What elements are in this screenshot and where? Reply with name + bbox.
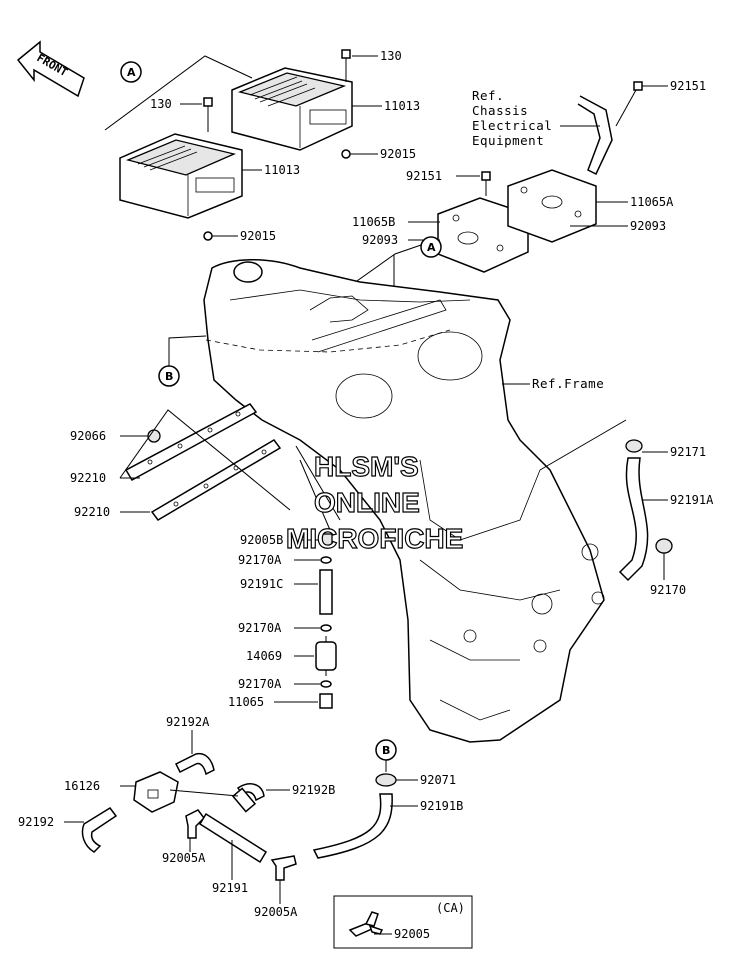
label-16126: 16126 — [64, 779, 100, 793]
front-arrow-icon: FRONT — [16, 40, 85, 98]
label-92192B: 92192B — [292, 783, 335, 797]
bolt-130-left — [180, 97, 213, 132]
label-92015-right: 92015 — [380, 147, 416, 161]
label-92192: 92192 — [18, 815, 54, 829]
hose-92192A — [174, 730, 215, 776]
label-92151-top: 92151 — [670, 79, 706, 93]
ca-box: (CA) — [333, 895, 473, 949]
label-92005A-2: 92005A — [254, 905, 298, 919]
ecu-unit-right — [231, 67, 353, 151]
label-92171: 92171 — [670, 445, 706, 459]
label-92015-left: 92015 — [240, 229, 276, 243]
ref-frame: Ref.Frame — [532, 376, 604, 391]
label-92170A-2: 92170A — [238, 621, 282, 635]
hose-92191C — [294, 569, 333, 615]
label-11013-left: 11013 — [264, 163, 300, 177]
label-92170A-1: 92170A — [238, 553, 282, 567]
filter-14069 — [294, 636, 337, 676]
callout-b-bottom: B — [375, 739, 397, 772]
label-92192A: 92192A — [166, 715, 210, 729]
label-92191C: 92191C — [240, 577, 283, 591]
hose-92192B — [231, 783, 290, 813]
callout-b-left: B — [158, 335, 207, 387]
clamp-92170A-1 — [294, 556, 332, 564]
label-92191: 92191 — [212, 881, 248, 895]
clamp-92171 — [625, 439, 668, 453]
label-11013-right: 11013 — [384, 99, 420, 113]
ref-chassis-1: Ref. — [472, 88, 504, 103]
label-11065A: 11065A — [630, 195, 674, 209]
strip-92210-a — [124, 403, 258, 482]
ref-chassis-3: Electrical — [472, 118, 552, 133]
svg-text:A: A — [427, 241, 436, 254]
label-11065: 11065 — [228, 695, 264, 709]
watermark-line1: HLSM'S — [314, 451, 419, 482]
hose-92191 — [198, 812, 268, 880]
elbow-92005A-1 — [185, 809, 205, 852]
svg-text:B: B — [382, 744, 390, 757]
label-92093-right: 92093 — [630, 219, 666, 233]
clamp-92170A-2 — [294, 624, 332, 632]
label-130-left: 130 — [150, 97, 172, 111]
svg-text:(CA): (CA) — [436, 901, 465, 915]
ref-chassis-2: Chassis — [472, 103, 528, 118]
svg-text:B: B — [165, 370, 173, 383]
clamp-92170 — [655, 538, 673, 580]
ref-chassis-4: Equipment — [472, 133, 544, 148]
label-92151-mid: 92151 — [406, 169, 442, 183]
label-92210-b: 92210 — [74, 505, 110, 519]
hose-92191B — [312, 793, 418, 859]
bracket-ref — [577, 95, 613, 176]
label-92170: 92170 — [650, 583, 686, 597]
bolt-92151-top — [615, 81, 668, 127]
label-92210-a: 92210 — [70, 471, 106, 485]
callout-a-top: A — [104, 55, 253, 131]
frame-main — [203, 259, 605, 743]
label-92170A-3: 92170A — [238, 677, 282, 691]
label-92191B: 92191B — [420, 799, 463, 813]
label-11065B: 11065B — [352, 215, 395, 229]
hose-92191A — [618, 457, 668, 582]
bolt-92151-mid — [456, 171, 491, 196]
valve-16126 — [120, 771, 179, 813]
label-92093-left: 92093 — [362, 233, 398, 247]
label-92191A: 92191A — [670, 493, 714, 507]
label-92071: 92071 — [420, 773, 456, 787]
watermark-line3: MICROFICHE — [286, 523, 463, 554]
tee-92005 — [348, 911, 384, 937]
label-92066: 92066 — [70, 429, 106, 443]
ecu-unit-left — [119, 133, 243, 219]
elbow-92005A-2 — [270, 855, 297, 904]
label-92005B: 92005B — [240, 533, 283, 547]
watermark: HLSM'S ONLINE MICROFICHE — [285, 450, 464, 554]
part-92005B — [300, 533, 333, 547]
nut-92015-right — [341, 149, 378, 159]
watermark-line2: ONLINE — [314, 487, 420, 518]
grommet-92071 — [375, 773, 418, 787]
grommet-92066 — [120, 429, 161, 443]
label-92005A-1: 92005A — [162, 851, 206, 865]
bolt-130-top — [341, 49, 378, 82]
cap-11065 — [274, 693, 333, 709]
relay-box-11065A — [507, 169, 597, 243]
label-14069: 14069 — [246, 649, 282, 663]
svg-text:A: A — [127, 66, 136, 79]
hose-92192 — [64, 807, 118, 853]
nut-92015-left — [203, 231, 238, 241]
label-92005: 92005 — [394, 927, 430, 941]
label-130-top: 130 — [380, 49, 402, 63]
clamp-92170A-3 — [294, 680, 332, 688]
